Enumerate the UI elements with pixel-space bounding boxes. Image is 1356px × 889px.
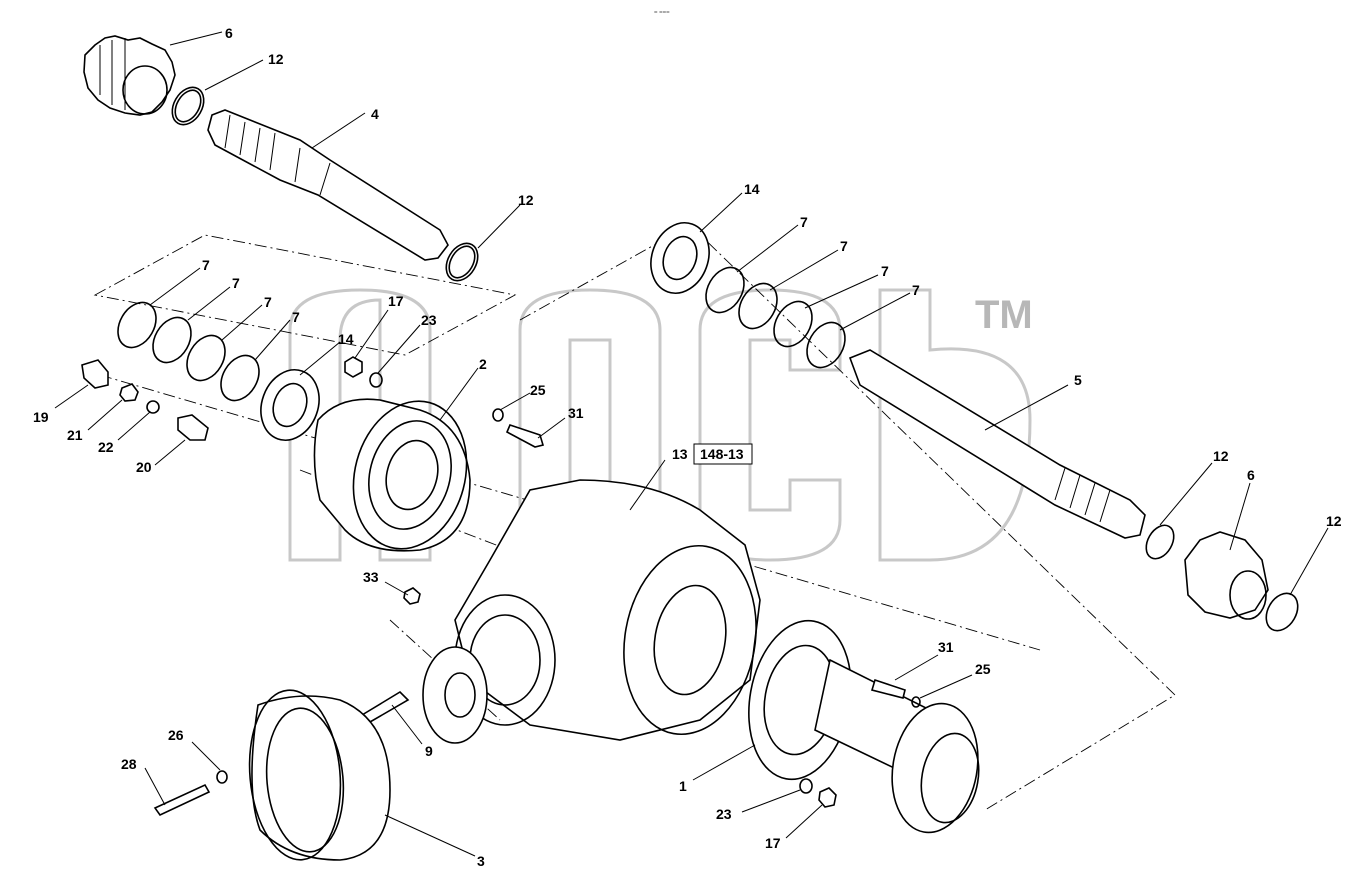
callout-26: 26 <box>168 727 184 743</box>
callout-12-r2: 12 <box>1326 513 1342 529</box>
callout-12-top: 12 <box>268 51 284 67</box>
oring-part-26 <box>216 770 228 784</box>
shaft-part-4 <box>207 109 449 261</box>
callout-28: 28 <box>121 756 137 772</box>
callout-7-l1: 7 <box>202 257 210 273</box>
callout-14-top: 14 <box>744 181 760 197</box>
nut-part-17-top <box>344 356 363 378</box>
gear-part-6-left <box>83 35 176 116</box>
washer-part-23-bottom <box>799 778 813 794</box>
callout-17-top: 17 <box>388 293 404 309</box>
nut-part-33 <box>403 587 421 605</box>
callout-21: 21 <box>67 427 83 443</box>
callout-7-l2: 7 <box>232 275 240 291</box>
bolt-part-31-top <box>505 424 545 448</box>
callout-20: 20 <box>136 459 152 475</box>
reference-text: 148-13 <box>700 446 744 462</box>
shaft-part-5 <box>848 349 1146 539</box>
callout-6-right: 6 <box>1247 467 1255 483</box>
callout-23-bottom: 23 <box>716 806 732 822</box>
washer-part-22 <box>146 400 160 414</box>
callout-13: 13 <box>672 446 688 462</box>
bolt-part-28 <box>153 783 211 817</box>
header-mark: = === <box>654 10 670 16</box>
bushing-part-20 <box>177 414 209 441</box>
callout-19: 19 <box>33 409 49 425</box>
hub-part-2 <box>313 398 471 552</box>
nut-part-17-bottom <box>818 787 837 808</box>
callout-33: 33 <box>363 569 379 585</box>
callout-7-l4: 7 <box>292 309 300 325</box>
gear-part-6-right <box>1184 531 1269 620</box>
watermark-tm: TM <box>975 293 1033 337</box>
callout-9: 9 <box>425 743 433 759</box>
callout-3: 3 <box>477 853 485 869</box>
axle-part-1 <box>748 619 980 834</box>
snap-ring-12-c <box>1145 524 1175 560</box>
callout-2: 2 <box>479 356 487 372</box>
reference-tag: 148-13 <box>693 443 753 465</box>
callout-25-right: 25 <box>975 661 991 677</box>
callout-31-top: 31 <box>568 405 584 421</box>
fitting-part-19 <box>81 359 109 389</box>
watermark-logo: TM <box>288 288 1033 562</box>
callout-7-l3: 7 <box>264 294 272 310</box>
snap-ring-12-d <box>1265 592 1299 632</box>
callout-7-r3: 7 <box>881 263 889 279</box>
bolt-part-31-right <box>870 678 906 699</box>
snap-ring-12-b <box>445 242 479 282</box>
bearing-14-top <box>650 222 710 294</box>
flange-part-9 <box>422 646 488 744</box>
bearing-14-left <box>260 369 320 441</box>
callout-7-r4: 7 <box>912 282 920 298</box>
callout-31-right: 31 <box>938 639 954 655</box>
callout-7-r1: 7 <box>800 214 808 230</box>
callout-23-top: 23 <box>421 312 437 328</box>
shims-part-7-right <box>705 266 846 369</box>
callout-12-r1: 12 <box>1213 448 1229 464</box>
callout-17-bottom: 17 <box>765 835 781 851</box>
callout-1: 1 <box>679 778 687 794</box>
snap-ring-12-a <box>171 86 205 126</box>
callout-6-top: 6 <box>225 25 233 41</box>
ring-part-3 <box>248 689 391 861</box>
callout-14-left: 14 <box>338 331 354 347</box>
callout-12-shaft: 12 <box>518 192 534 208</box>
leader-lines <box>54 31 1329 857</box>
housing-part-13 <box>454 479 761 741</box>
callout-7-r2: 7 <box>840 238 848 254</box>
callout-22: 22 <box>98 439 114 455</box>
callout-5: 5 <box>1074 372 1082 388</box>
shims-part-7-left <box>117 301 260 402</box>
oring-part-25-top <box>492 408 504 422</box>
callout-4: 4 <box>371 106 379 122</box>
nut-part-21 <box>119 383 139 402</box>
oring-part-25-right <box>911 696 921 708</box>
callout-labels: 6 12 4 12 14 7 7 7 7 7 7 7 7 17 23 14 2 … <box>33 25 1342 869</box>
washer-part-23-top <box>369 372 383 388</box>
callout-25-top: 25 <box>530 382 546 398</box>
